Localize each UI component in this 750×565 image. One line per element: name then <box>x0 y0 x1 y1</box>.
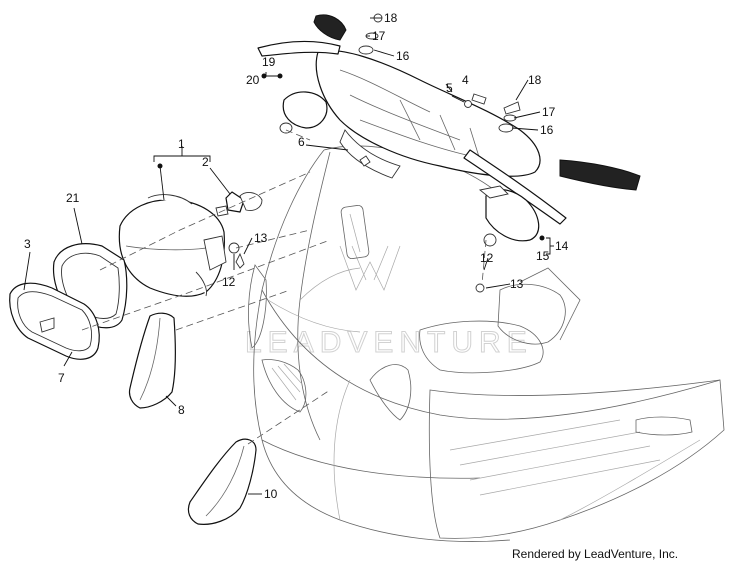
render-credit: Rendered by LeadVenture, Inc. <box>512 547 678 561</box>
callout-17-right: 17 <box>542 105 556 119</box>
callout-1: 1 <box>178 137 185 151</box>
callout-15: 15 <box>536 249 550 263</box>
callout-labels: 1 2 3 4 5 6 7 8 10 12 12 13 13 14 15 16 … <box>24 11 569 501</box>
headlamp-trim <box>9 282 100 360</box>
bush-16-right <box>498 123 514 133</box>
screw-13-left <box>235 252 245 269</box>
right-grip <box>559 159 641 191</box>
callout-13-left: 13 <box>254 231 268 245</box>
left-lever <box>257 40 341 57</box>
hardware <box>228 13 521 293</box>
front-trim <box>128 312 176 409</box>
callout-6: 6 <box>298 135 305 149</box>
bush-16-left <box>358 45 374 55</box>
bulb-12-left <box>228 242 240 254</box>
callout-12-right: 12 <box>480 251 494 265</box>
assembly-lines <box>81 129 487 445</box>
callout-16-right: 16 <box>540 123 554 137</box>
callout-17-left: 17 <box>372 29 386 43</box>
front-shield <box>248 145 725 542</box>
callout-7: 7 <box>58 371 65 385</box>
left-grip <box>313 14 347 41</box>
leadventure-watermark: LEADVENTURE <box>245 245 533 360</box>
headlamp-unit <box>118 194 227 297</box>
bar-end-18-right <box>503 101 521 115</box>
left-indicator-bulb <box>279 122 293 134</box>
right-turn-indicator <box>478 185 540 247</box>
callout-5: 5 <box>446 81 453 95</box>
bulb <box>215 191 263 217</box>
callout-21: 21 <box>66 191 80 205</box>
callout-20: 20 <box>246 73 260 87</box>
callout-18-right: 18 <box>528 73 542 87</box>
watermark-text: LEADVENTURE <box>245 326 533 359</box>
nut-13-right <box>475 283 485 293</box>
callout-8: 8 <box>178 403 185 417</box>
callout-13-right: 13 <box>510 277 524 291</box>
leader-lines <box>23 17 554 495</box>
callout-14: 14 <box>555 239 569 253</box>
callout-3: 3 <box>24 237 31 251</box>
callout-16-left: 16 <box>396 49 410 63</box>
right-lever <box>463 149 567 225</box>
callout-2: 2 <box>202 155 209 169</box>
right-indicator-bulb <box>483 233 497 247</box>
callout-4: 4 <box>462 73 469 87</box>
lower-trim <box>187 438 257 525</box>
handlebar-assembly <box>257 14 641 225</box>
washer-5 <box>464 100 472 108</box>
callout-18-left: 18 <box>384 11 398 25</box>
callout-10: 10 <box>264 487 278 501</box>
screw-6 <box>359 155 371 167</box>
callout-12-left: 12 <box>222 275 236 289</box>
screw-4 <box>471 93 487 105</box>
marker-dots <box>157 73 545 241</box>
left-turn-indicator <box>279 91 328 134</box>
callout-19: 19 <box>262 55 276 69</box>
